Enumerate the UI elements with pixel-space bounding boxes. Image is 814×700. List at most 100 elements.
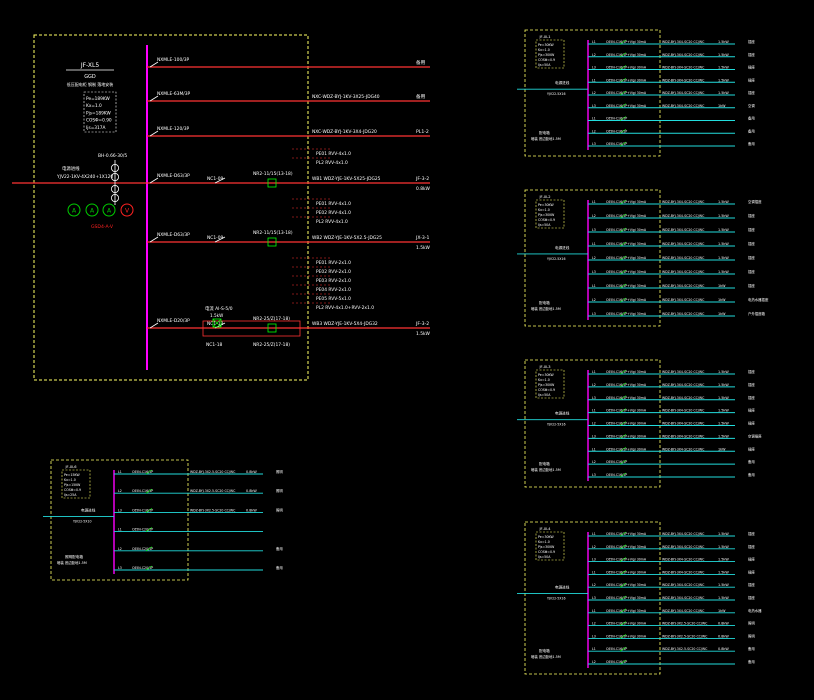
feeder-breaker-1: NXMLE-63M/3P bbox=[157, 91, 191, 97]
row-breaker-0: C65N-C16/1P+Vigi 30mA bbox=[606, 532, 647, 536]
row-kw-8: 1kW bbox=[718, 312, 726, 316]
feeder-sub-4: 1.5kW bbox=[416, 245, 431, 251]
row-breaker-symbol-1 bbox=[145, 488, 153, 494]
row-breaker-symbol-5 bbox=[145, 565, 153, 571]
row-breaker-4: C65N-C20/1P bbox=[132, 547, 153, 551]
relay-box-3 bbox=[267, 178, 277, 188]
row-label-3: 插座 bbox=[748, 77, 755, 82]
row-kw-4: 1.5kW bbox=[718, 583, 729, 587]
row-label-4: 插座 bbox=[748, 582, 755, 587]
row-breaker-6: C65N-C16/1P+Vigi 30mA bbox=[606, 447, 647, 451]
row-kw-5: 1.5kW bbox=[718, 596, 729, 600]
row-label-4: 插座 bbox=[748, 255, 755, 260]
row-breaker-8: C65N-C16/1P bbox=[606, 142, 627, 146]
row-phase-3: L1 bbox=[118, 528, 122, 532]
incoming-label: 电源进线 bbox=[62, 165, 80, 172]
feeder-aux: NC1-18 bbox=[206, 342, 223, 348]
row-cable-1: WDZ-BYJ-3X4-SC20 CC/WC bbox=[662, 383, 705, 387]
row-breaker-0: C65N-C16/1P+Vigi 30mA bbox=[606, 370, 647, 374]
row-kw-5: 1kW bbox=[718, 104, 726, 108]
feeder-contactor-4: NC1-09 bbox=[207, 235, 224, 241]
panel-caption: 照明配电箱 bbox=[65, 554, 83, 559]
row-label-7: 备用 bbox=[748, 128, 755, 133]
feeder-label-4: JX-3-1 bbox=[415, 235, 430, 241]
row-breaker-4: C65N-C16/1P+Vigi 30mA bbox=[606, 256, 647, 260]
meter-icon-0 bbox=[67, 203, 81, 217]
row-label-6: 插座 bbox=[748, 446, 755, 451]
panel-title: JF-XL2 bbox=[539, 195, 551, 199]
panel-incoming-label: 电源进线 bbox=[555, 80, 570, 85]
row-breaker-symbol-4 bbox=[619, 255, 627, 261]
row-phase-0: L1 bbox=[118, 470, 122, 474]
panel-incoming-cable: YJV22-5X16 bbox=[547, 423, 566, 427]
row-kw-4: 1.5kW bbox=[718, 422, 729, 426]
row-label-6: 插座 bbox=[748, 283, 755, 288]
row-phase-6: L1 bbox=[592, 117, 596, 121]
row-kw-1: 1.5kW bbox=[718, 53, 729, 57]
row-breaker-symbol-8 bbox=[619, 634, 627, 639]
row-label-4: 插座 bbox=[748, 421, 755, 426]
row-label-1: 插座 bbox=[748, 52, 755, 57]
row-label-1: 插座 bbox=[748, 382, 755, 387]
row-phase-1: L2 bbox=[592, 545, 596, 549]
panel-param-3: COSΦ=0.9 bbox=[538, 218, 555, 222]
feeder-label-0: 备用 bbox=[416, 59, 426, 66]
row-label-3: 插座 bbox=[748, 408, 755, 413]
panel-param-0: Pe=30KW bbox=[538, 203, 554, 207]
row-breaker-6: C65N-C16/1P+Vigi 30mA bbox=[606, 609, 647, 613]
feeder-note-4-1: PE02 RVV-4x1.0 bbox=[316, 210, 351, 216]
panel-param-2: Pjs=15KW bbox=[64, 483, 81, 487]
row-phase-8: L3 bbox=[592, 473, 596, 477]
panel-params-box bbox=[61, 469, 91, 499]
row-breaker-1: C65N-C16/1P+Vigi 30mA bbox=[606, 53, 647, 57]
row-phase-2: L3 bbox=[118, 508, 122, 512]
row-breaker-symbol-1 bbox=[619, 52, 627, 58]
panel-incoming-cable: YJV22-5X10 bbox=[73, 519, 92, 523]
feeder-breaker-5: NXMLE-D20/3P bbox=[157, 318, 190, 324]
row-breaker-10: C65N-C16/1P bbox=[606, 660, 627, 664]
breaker-symbol-1 bbox=[149, 95, 159, 102]
panel-caption2: 暗装 底边距地1.5M bbox=[531, 306, 561, 311]
row-phase-7: L2 bbox=[592, 298, 596, 302]
row-phase-6: L1 bbox=[592, 284, 596, 288]
row-cable-6: WDZ-BYJ-3X4-SC20 CC/WC bbox=[662, 447, 705, 451]
row-phase-5: L3 bbox=[592, 104, 596, 108]
panel-frame bbox=[524, 521, 661, 675]
row-label-2: 插座 bbox=[748, 395, 755, 400]
row-phase-3: L1 bbox=[592, 409, 596, 413]
feeder-relay-5b: NR2-25/Z(17-18) bbox=[253, 342, 290, 348]
row-breaker-3: C65N-C16/1P+Vigi 30mA bbox=[606, 409, 647, 413]
row-breaker-8: C65N-C16/1P+Vigi 30mA bbox=[606, 312, 647, 316]
row-cable-2: WDZ-BYJ-3X2.5-SC20 CC/WC bbox=[190, 508, 236, 512]
row-breaker-symbol-10 bbox=[619, 659, 627, 665]
row-breaker-4: C65N-C16/1P+Vigi 30mA bbox=[606, 583, 647, 587]
row-label-3: 插座 bbox=[748, 569, 755, 574]
feeder-contactor-3: NC1-09 bbox=[207, 176, 224, 182]
meter-label-2: A bbox=[107, 208, 112, 215]
row-kw-0: 1.5kW bbox=[718, 370, 729, 374]
panel-params-box bbox=[535, 531, 565, 561]
panel-right-1: JF-XL1Pe=30KWKx=1.0Pjs=30KWCOSΦ=0.9Ijs=5… bbox=[517, 29, 755, 157]
row-breaker-symbol-4 bbox=[619, 90, 627, 96]
row-phase-0: L1 bbox=[592, 40, 596, 44]
row-phase-0: L1 bbox=[592, 370, 596, 374]
param-2: Pjs=189KW bbox=[86, 110, 111, 116]
row-breaker-8: C65N-C16/1P+Vigi 30mA bbox=[606, 634, 647, 638]
panel-params-box bbox=[535, 199, 565, 229]
row-label-2: 插座 bbox=[748, 227, 755, 232]
row-breaker-symbol-2 bbox=[619, 65, 627, 70]
row-phase-4: L2 bbox=[592, 422, 596, 426]
row-phase-6: L1 bbox=[592, 447, 596, 451]
panel-param-2: Pjs=30KW bbox=[538, 213, 555, 217]
panel-param-3: COSΦ=0.9 bbox=[538, 388, 555, 392]
row-breaker-5: C65N-C16/1P+Vigi 30mA bbox=[606, 104, 647, 108]
row-breaker-symbol-0 bbox=[619, 369, 627, 375]
main-panel-title: JF-XL5 bbox=[80, 62, 100, 69]
row-breaker-7: C65N-C16/1P bbox=[606, 129, 627, 133]
row-cable-8: WDZ-BYJ-3X4-SC20 CC/WC bbox=[662, 312, 705, 316]
feeder-note-5-5: PL2 RVV-4x1.0+RVV-2x1.0 bbox=[316, 305, 374, 311]
row-label-2: 插座 bbox=[748, 557, 755, 562]
feeder-cable-2: NXC-WDZ-BYJ-1KV-3X4-JDG20 bbox=[312, 129, 377, 135]
row-breaker-symbol-7 bbox=[619, 297, 627, 303]
